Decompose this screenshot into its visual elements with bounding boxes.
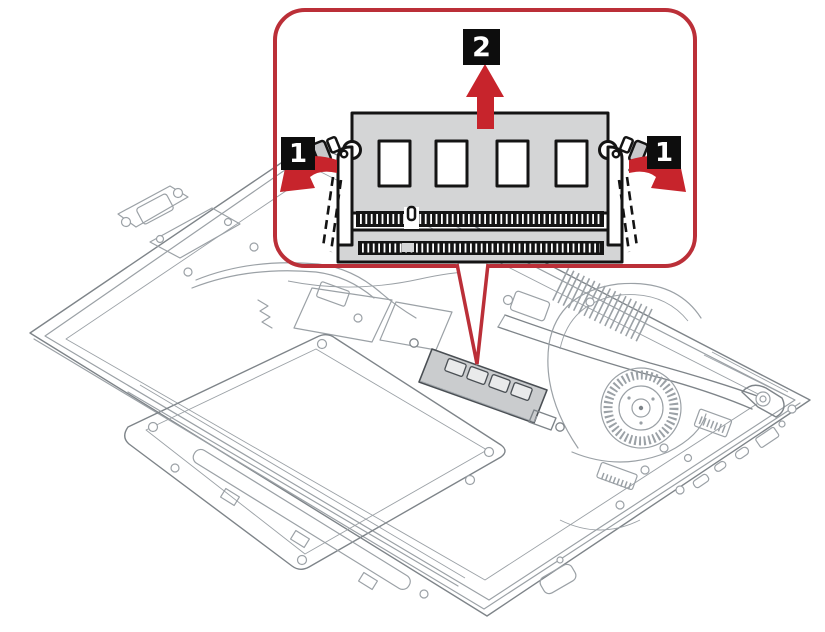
- step-badge-2: 2: [463, 29, 500, 65]
- memory-chip: [377, 139, 412, 188]
- memory-module-onboard: [409, 338, 565, 432]
- board-plates: [257, 271, 471, 351]
- memory-chip: [495, 139, 530, 188]
- cooling-fan: [547, 282, 707, 463]
- latch-right: [606, 135, 649, 253]
- hinge-left: [117, 185, 241, 259]
- callout-pointer: [455, 260, 490, 366]
- lift-arrow-icon: [466, 64, 504, 129]
- step-badge-1-right: 1: [647, 136, 681, 169]
- callout: [273, 8, 697, 366]
- chassis-outline: [29, 141, 811, 617]
- vent-fins: [552, 267, 656, 344]
- hinge-right: [741, 384, 797, 418]
- memory-module-large: [342, 111, 618, 229]
- battery: [124, 334, 506, 570]
- step-badge-1-left: 1: [281, 137, 315, 170]
- board-connectors: [539, 408, 733, 595]
- speaker-bar: [127, 384, 466, 599]
- latch-left: [311, 135, 354, 253]
- memory-chip: [554, 139, 589, 188]
- screws: [353, 294, 685, 564]
- side-ports: [692, 420, 786, 489]
- memory-chip: [434, 139, 469, 188]
- laptop-base-drawing: [29, 141, 811, 617]
- memory-slot: [336, 228, 624, 264]
